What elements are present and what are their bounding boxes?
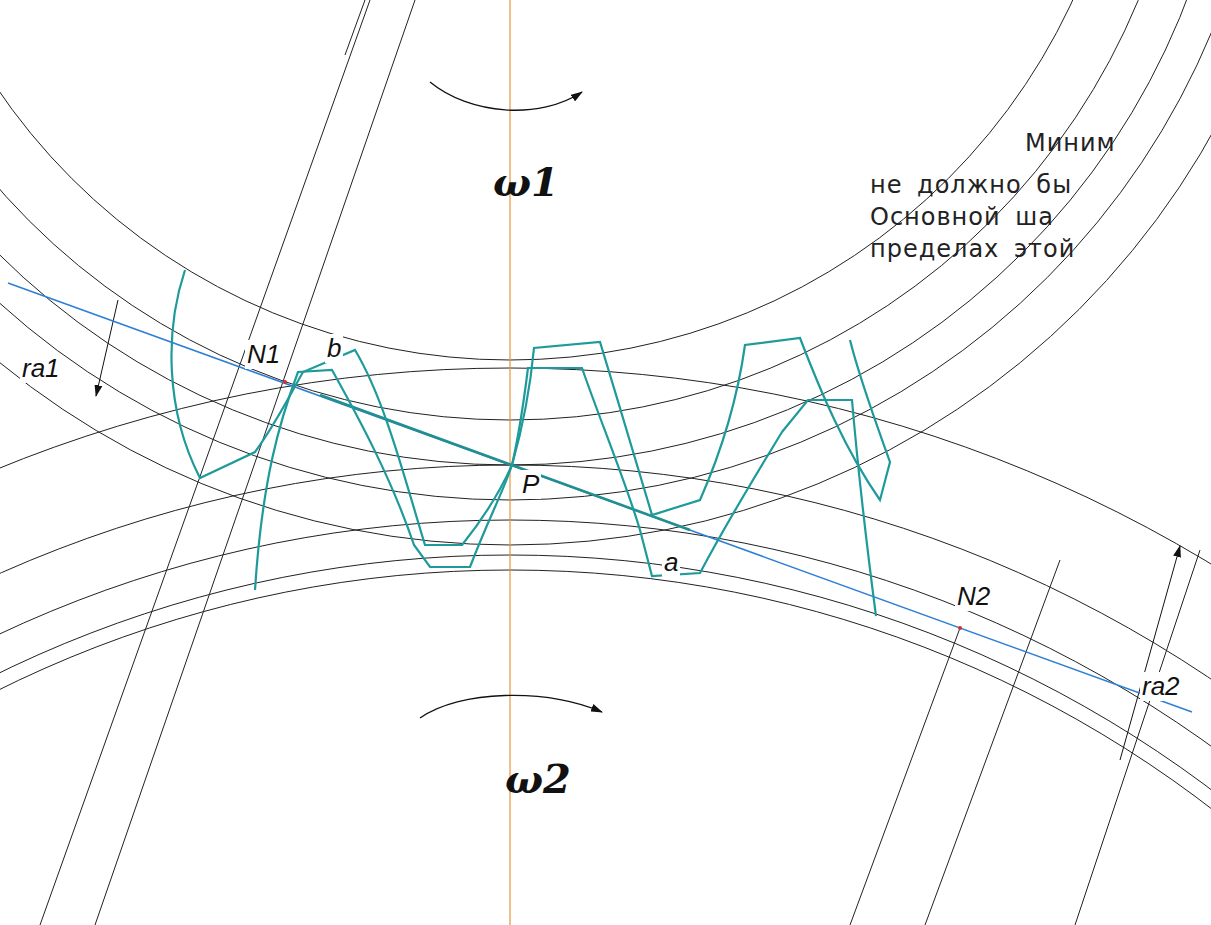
- tangency-point: [283, 380, 287, 384]
- point-label: b: [325, 334, 343, 363]
- rotation-arrow: [430, 82, 582, 110]
- line-of-action: [8, 283, 1192, 712]
- upper-gear-circles: [0, 0, 1211, 545]
- point-label: P: [520, 470, 541, 499]
- upper-gear-teeth: [171, 270, 890, 545]
- tangency-point: [958, 626, 962, 630]
- note-text: Миним: [1025, 130, 1116, 156]
- note-text: пределах этой: [870, 236, 1075, 262]
- point-label: N1: [245, 340, 282, 369]
- radius-label: ra2: [1140, 672, 1182, 701]
- dimension-arrow: [1120, 546, 1180, 760]
- rotation-arrow: [420, 695, 602, 718]
- lower-gear-teeth: [255, 368, 876, 616]
- angular-velocity-label: ω2: [505, 757, 571, 801]
- radius-label: ra1: [20, 354, 62, 383]
- angular-velocity-label: ω1: [493, 160, 559, 204]
- dimension-arrow: [96, 300, 118, 396]
- note-text: не должно бы: [870, 172, 1072, 198]
- point-label: a: [662, 548, 680, 577]
- point-label: N2: [955, 582, 992, 611]
- note-text: Основной ша: [870, 204, 1054, 230]
- lower-gear-circles: [0, 368, 1211, 925]
- radial-lines: [40, 0, 1200, 925]
